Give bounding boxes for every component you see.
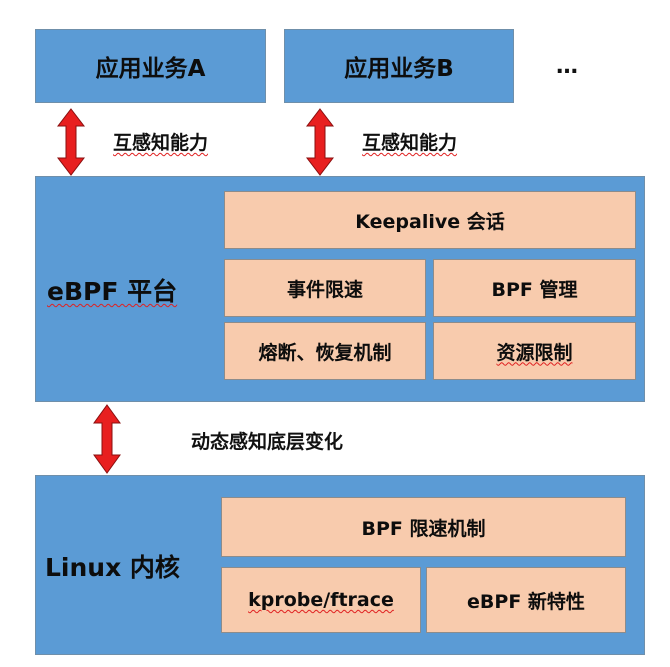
app-b-label: 应用业务B (344, 56, 454, 82)
double-arrow-icon (93, 404, 121, 474)
ebpf-features-box: eBPF 新特性 (426, 567, 626, 633)
dynamic-sensing-label: 动态感知底层变化 (191, 431, 344, 453)
bpf-rate-limit-box: BPF 限速机制 (221, 497, 626, 557)
keepalive-session-label: Keepalive 会话 (355, 210, 505, 233)
more-apps-ellipsis: … (556, 54, 578, 79)
app-box-a: 应用业务A (35, 29, 266, 103)
bpf-rate-limit-label: BPF 限速机制 (361, 517, 486, 540)
circuit-breaker-box: 熔断、恢复机制 (224, 322, 426, 380)
kprobe-ftrace-box: kprobe/ftrace (221, 567, 421, 633)
interaction-label-left: 互感知能力 (113, 132, 209, 154)
interaction-label-right: 互感知能力 (362, 132, 458, 154)
resource-limit-label: 资源限制 (496, 341, 573, 364)
bpf-management-label: BPF 管理 (491, 278, 578, 301)
double-arrow-icon (56, 108, 86, 176)
bpf-management-box: BPF 管理 (433, 259, 636, 317)
rate-limit-box: 事件限速 (224, 259, 426, 317)
circuit-breaker-label: 熔断、恢复机制 (258, 341, 392, 364)
keepalive-session-box: Keepalive 会话 (224, 191, 636, 249)
ebpf-platform-title: eBPF 平台 (47, 277, 178, 306)
linux-kernel-title: Linux 内核 (45, 553, 180, 582)
app-a-label: 应用业务A (95, 56, 206, 82)
ebpf-features-label: eBPF 新特性 (467, 590, 585, 613)
kprobe-ftrace-label: kprobe/ftrace (248, 589, 394, 611)
app-box-b: 应用业务B (284, 29, 514, 103)
resource-limit-box: 资源限制 (433, 322, 636, 380)
double-arrow-icon (305, 108, 335, 176)
rate-limit-label: 事件限速 (286, 278, 363, 301)
